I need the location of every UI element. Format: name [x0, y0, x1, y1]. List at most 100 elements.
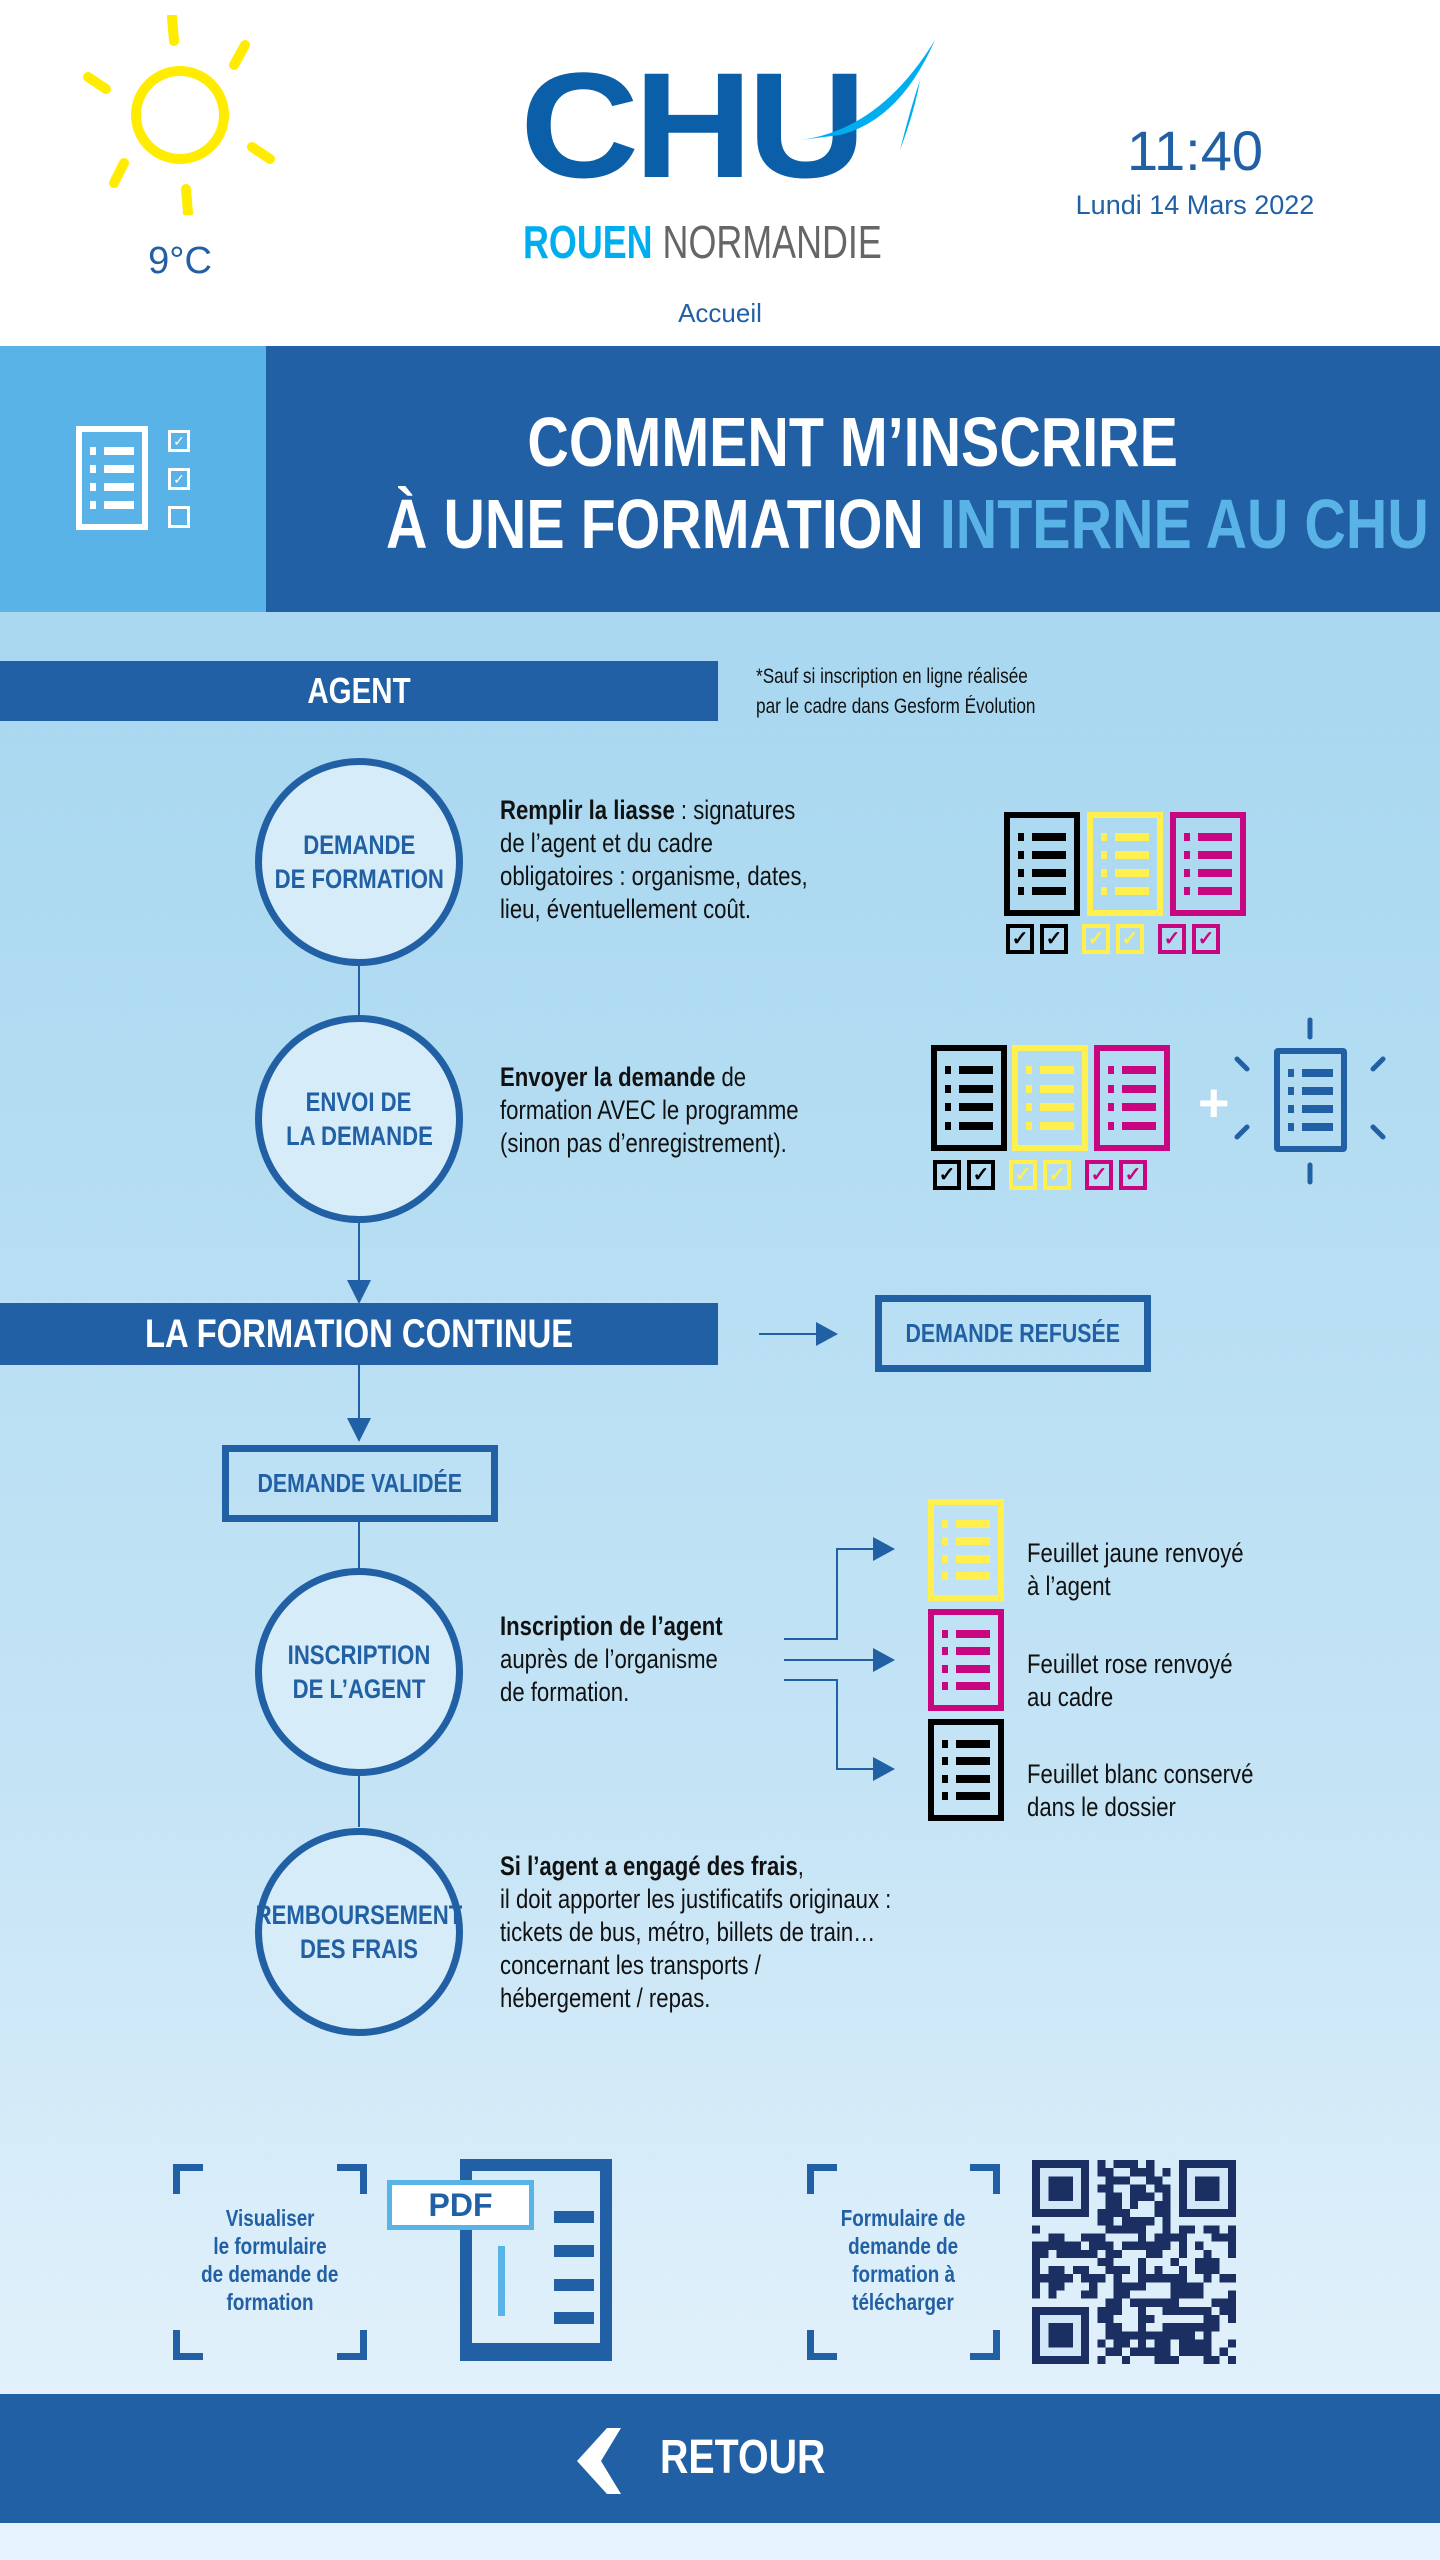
qr-module: [1154, 2298, 1163, 2307]
qr-module: [1105, 2331, 1114, 2340]
connector: [784, 1638, 838, 1640]
qr-module: [1105, 2315, 1114, 2324]
qr-module: [1178, 2290, 1188, 2299]
chu-logo[interactable]: CHU ROUEN NORMANDIE: [520, 40, 940, 266]
qr-module: [1032, 2225, 1041, 2234]
program-document-icon: [1274, 1048, 1347, 1152]
list-line: [1101, 887, 1149, 895]
qr-module: [1203, 2355, 1212, 2364]
formation-continue-header: LA FORMATION CONTINUE: [0, 1303, 718, 1365]
qr-module: [1089, 2233, 1098, 2242]
qr-module: [1105, 2208, 1114, 2218]
qr-module: [1097, 2233, 1106, 2242]
signature-checkboxes: ✓✓✓✓✓✓: [933, 1160, 1193, 1190]
qr-module: [1097, 2168, 1106, 2177]
demande-validee-box: DEMANDE VALIDÉE: [222, 1445, 498, 1522]
list-line: [945, 1121, 993, 1130]
qr-module: [1203, 2257, 1212, 2267]
qr-module: [1056, 2241, 1065, 2250]
qr-module: [1146, 2274, 1155, 2283]
qr-module: [1072, 2241, 1081, 2250]
qr-module: [1178, 2347, 1188, 2356]
qr-module: [1105, 2241, 1114, 2250]
qr-module: [1227, 2355, 1236, 2364]
qr-module: [1138, 2347, 1147, 2356]
qr-code[interactable]: [1032, 2160, 1236, 2364]
qr-module: [1097, 2241, 1106, 2250]
qr-module: [1138, 2184, 1147, 2193]
list-line: [942, 1682, 990, 1691]
qr-module: [1211, 2323, 1220, 2332]
qr-module: [1129, 2184, 1139, 2193]
qr-module: [1227, 2233, 1236, 2242]
qr-module: [1105, 2323, 1114, 2332]
home-link[interactable]: Accueil: [678, 298, 762, 328]
qr-module: [1203, 2225, 1212, 2234]
qr-module: [1170, 2355, 1179, 2364]
qr-module: [1187, 2290, 1196, 2299]
list-line: [942, 1757, 990, 1766]
qr-module: [1195, 2241, 1204, 2250]
qr-module: [1032, 2290, 1041, 2299]
qr-module: [1138, 2298, 1147, 2307]
qr-module: [1048, 2274, 1057, 2283]
list-line: [1184, 869, 1232, 877]
qr-module: [1162, 2323, 1171, 2332]
qr-module: [1162, 2347, 1171, 2356]
qr-module: [1178, 2266, 1188, 2275]
qr-module: [1211, 2266, 1220, 2275]
qr-module: [1121, 2339, 1130, 2348]
qr-module: [1203, 2331, 1212, 2340]
qr-module: [1129, 2217, 1139, 2226]
qr-module: [1211, 2315, 1220, 2324]
qr-module: [1113, 2200, 1122, 2209]
sheet-white-icon: [1004, 812, 1080, 916]
qr-module: [1203, 2274, 1212, 2283]
qr-module: [1187, 2347, 1196, 2356]
qr-module: [1162, 2192, 1171, 2201]
qr-module: [1032, 2282, 1041, 2291]
list-line: [1018, 851, 1066, 859]
qr-module: [1170, 2233, 1179, 2242]
qr-module: [1154, 2266, 1163, 2275]
qr-module: [1048, 2290, 1057, 2299]
qr-module: [1097, 2160, 1106, 2169]
qr-module: [1170, 2257, 1179, 2267]
list-line: [1026, 1066, 1074, 1075]
back-button[interactable]: RETOUR: [0, 2394, 1440, 2523]
list-line: [1018, 887, 1066, 895]
qr-module: [1113, 2298, 1122, 2307]
connector: [836, 1768, 876, 1770]
qr-module: [1113, 2347, 1122, 2356]
qr-module: [1056, 2266, 1065, 2275]
qr-module: [1121, 2331, 1130, 2340]
qr-module: [1154, 2176, 1163, 2185]
qr-module: [1162, 2298, 1171, 2307]
plus-icon: +: [1198, 1073, 1230, 1133]
qr-module: [1178, 2225, 1188, 2234]
list-line: [1026, 1121, 1074, 1130]
sheet-yellow-icon: [1012, 1045, 1088, 1151]
qr-module: [1162, 2208, 1171, 2218]
qr-module: [1203, 2339, 1212, 2348]
list-line: [942, 1572, 990, 1581]
qr-module: [1187, 2339, 1196, 2348]
qr-module: [1113, 2339, 1122, 2348]
sheet-white-icon: [931, 1045, 1007, 1151]
qr-module: [1162, 2225, 1171, 2234]
qr-module: [1219, 2347, 1228, 2356]
qr-module: [1040, 2241, 1049, 2250]
qr-module: [1138, 2266, 1147, 2275]
qr-module: [1129, 2192, 1139, 2201]
qr-module: [1113, 2306, 1122, 2316]
qr-module: [1080, 2290, 1090, 2299]
connector: [358, 1522, 360, 1570]
qr-module: [1178, 2339, 1188, 2348]
qr-module: [1195, 2306, 1204, 2316]
qr-module: [1170, 2274, 1179, 2283]
signature-checkboxes: ✓✓✓✓✓✓: [1006, 924, 1266, 954]
qr-module: [1138, 2217, 1147, 2226]
